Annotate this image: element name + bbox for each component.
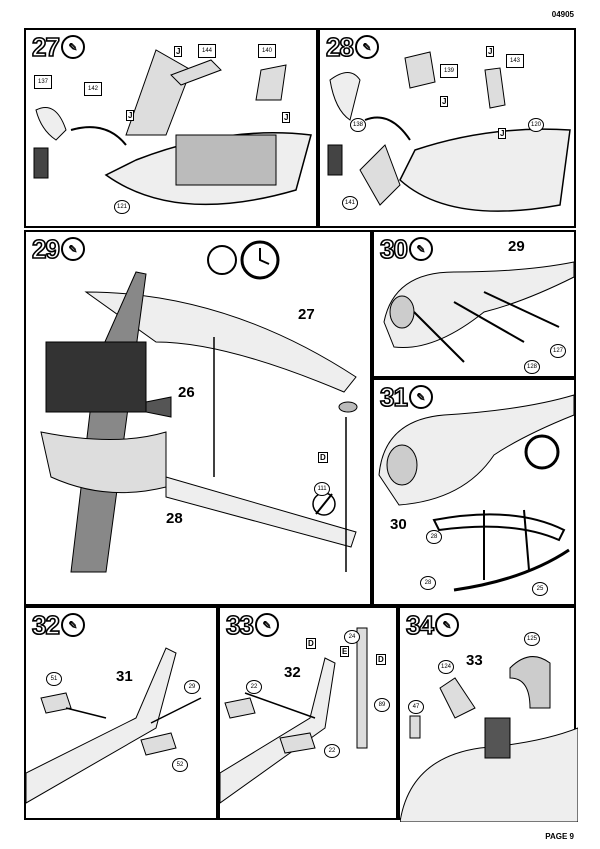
part-label: 29 (184, 680, 200, 694)
parts-flag: E (340, 646, 350, 657)
step-number: 31 (379, 382, 409, 412)
part-label: 111 (314, 482, 330, 496)
step-28-panel: 28 ✎ 139 143 138 120 141 J J J (318, 28, 576, 228)
parts-flag: J (282, 112, 291, 123)
part-label: 25 (532, 582, 548, 596)
assembly-label: 27 (298, 306, 315, 323)
assembly-label: 33 (466, 652, 483, 669)
part-label: 47 (408, 700, 424, 714)
part-label: 120 (528, 118, 544, 132)
page-number: PAGE 9 (545, 832, 574, 841)
step-29-panel: 29 ✎ 27 26 28 111 D (24, 230, 372, 606)
parts-flag: J (498, 128, 507, 139)
step-34-panel: 34 ✎ 33 125 124 47 (398, 606, 578, 822)
step-number: 29 (31, 234, 61, 264)
step-33-header: 33 ✎ (225, 610, 279, 640)
step-32-panel: 32 ✎ 31 51 29 52 (24, 606, 218, 820)
part-label: 142 (84, 82, 102, 96)
assembly-label: 29 (508, 238, 525, 255)
part-label: 24 (344, 630, 360, 644)
step-number: 33 (225, 610, 255, 640)
part-label: 140 (258, 44, 276, 58)
step-number: 27 (31, 32, 61, 62)
glue-icon: ✎ (408, 237, 433, 261)
glue-icon: ✎ (354, 35, 379, 59)
step-31-header: 31 ✎ (379, 382, 433, 412)
part-label: 128 (524, 360, 540, 374)
part-label: 28 (426, 530, 442, 544)
part-label: 52 (172, 758, 188, 772)
part-label: 127 (550, 344, 566, 358)
assembly-label: 32 (284, 664, 301, 681)
parts-flag: J (126, 110, 135, 121)
step-28-header: 28 ✎ (325, 32, 379, 62)
glue-icon: ✎ (60, 35, 85, 59)
step-number: 30 (379, 234, 409, 264)
step-32-illustration (26, 647, 202, 804)
part-label: 51 (46, 672, 62, 686)
part-label: 125 (524, 632, 540, 646)
part-label: 137 (34, 75, 52, 89)
step-33-illustration (220, 627, 368, 804)
step-29-header: 29 ✎ (31, 234, 85, 264)
step-29-illustration (40, 240, 358, 573)
glue-icon: ✎ (254, 613, 279, 637)
step-number: 32 (31, 610, 61, 640)
parts-flag: J (440, 96, 449, 107)
parts-flag: D (376, 654, 386, 665)
part-label: 22 (324, 744, 340, 758)
step-34-header: 34 ✎ (405, 610, 459, 640)
step-number: 34 (405, 610, 435, 640)
part-label: 144 (198, 44, 216, 58)
step-30-header: 30 ✎ (379, 234, 433, 264)
part-label: 143 (506, 54, 524, 68)
step-32-header: 32 ✎ (31, 610, 85, 640)
step-27-panel: 27 ✎ 137 142 144 140 121 J J J (24, 28, 318, 228)
step-33-panel: 33 ✎ 32 24 22 22 89 D E D (218, 606, 398, 820)
assembly-label: 30 (390, 516, 407, 533)
part-label: 141 (342, 196, 358, 210)
part-label: 139 (440, 64, 458, 78)
step-number: 28 (325, 32, 355, 62)
step-30-panel: 30 ✎ 29 127 128 (372, 230, 576, 378)
part-label: 138 (350, 118, 366, 132)
part-label: 121 (114, 200, 130, 214)
parts-flag: D (318, 452, 328, 463)
step-31-panel: 31 ✎ 30 28 28 25 (372, 378, 576, 606)
glue-icon: ✎ (60, 237, 85, 261)
step-27-header: 27 ✎ (31, 32, 85, 62)
part-label: 28 (420, 576, 436, 590)
glue-icon: ✎ (408, 385, 433, 409)
assembly-label: 31 (116, 668, 133, 685)
parts-flag: J (486, 46, 495, 57)
part-label: 124 (438, 660, 454, 674)
part-label: 89 (374, 698, 390, 712)
assembly-label: 26 (178, 384, 195, 401)
glue-icon: ✎ (60, 613, 85, 637)
assembly-label: 28 (166, 510, 183, 527)
step-28-illustration (327, 51, 571, 212)
part-label: 22 (246, 680, 262, 694)
glue-icon: ✎ (434, 613, 459, 637)
step-31-illustration (378, 394, 575, 592)
step-30-illustration (383, 261, 575, 363)
parts-flag: J (174, 46, 183, 57)
document-code: 04905 (551, 10, 574, 19)
step-34-illustration (400, 656, 578, 822)
step-27-illustration (33, 49, 312, 206)
parts-flag: D (306, 638, 316, 649)
